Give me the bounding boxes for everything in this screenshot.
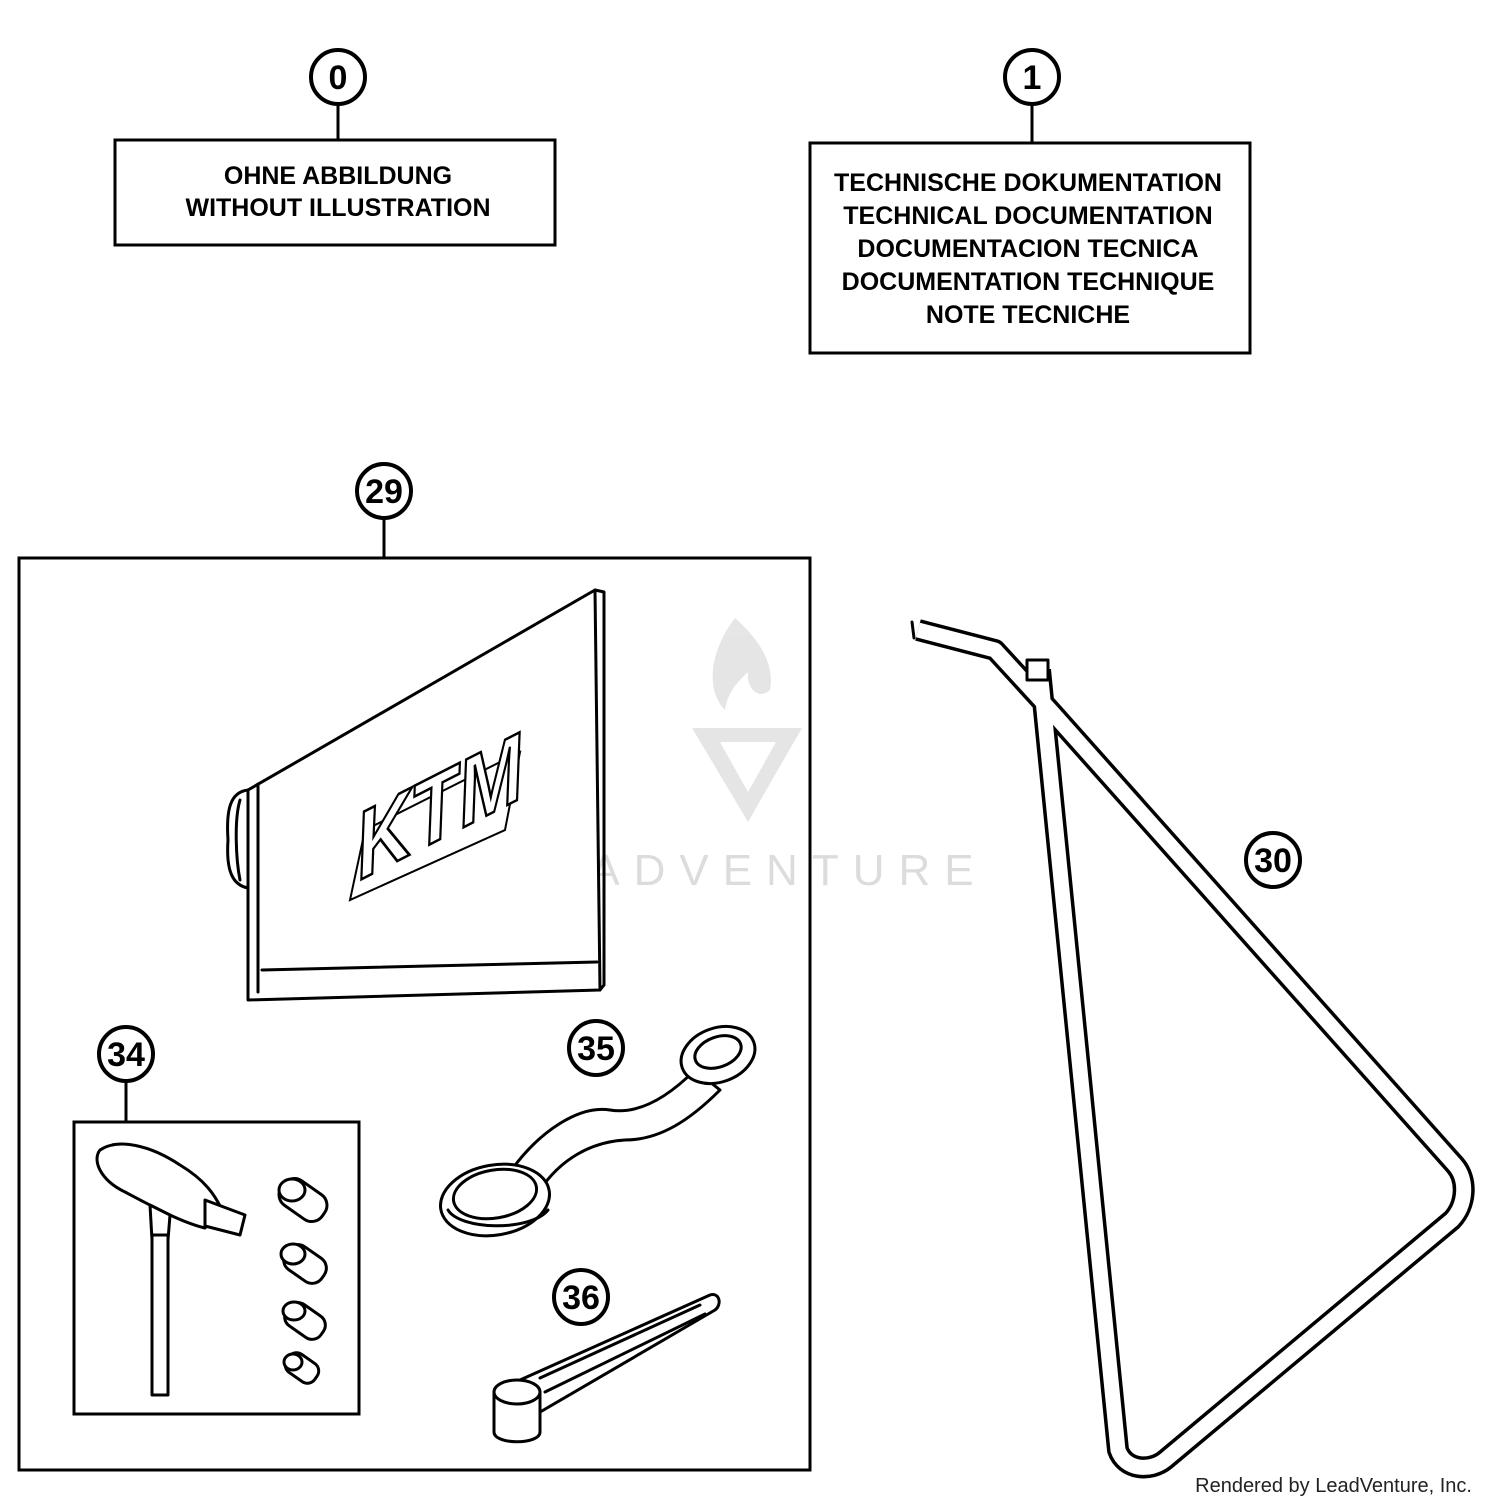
box1-line-5: NOTE TECNICHE bbox=[926, 301, 1130, 329]
spoke-wrench[interactable] bbox=[492, 1293, 721, 1444]
callout-0-number: 0 bbox=[329, 59, 348, 97]
callout-35[interactable]: 35 bbox=[567, 1019, 625, 1077]
tool-pouch[interactable]: KTM bbox=[226, 588, 606, 1002]
box1-line-2: TECHNICAL DOCUMENTATION bbox=[843, 202, 1212, 230]
box1-line-1: TECHNISCHE DOKUMENTATION bbox=[834, 169, 1222, 197]
hex-bit-2 bbox=[279, 1242, 328, 1285]
callout-35-number: 35 bbox=[577, 1030, 615, 1068]
side-stand[interactable] bbox=[910, 619, 1475, 1479]
box0-line-2: WITHOUT ILLUSTRATION bbox=[185, 194, 490, 222]
hex-bit-4 bbox=[282, 1351, 321, 1385]
callout-1[interactable]: 1 bbox=[1003, 48, 1061, 145]
box0-line-1: OHNE ABBILDUNG bbox=[224, 162, 452, 190]
callout-0[interactable]: 0 bbox=[309, 48, 367, 142]
box1-line-4: DOCUMENTATION TECHNIQUE bbox=[842, 268, 1215, 296]
hex-key-set-box bbox=[72, 1120, 361, 1416]
hex-bits[interactable] bbox=[274, 1173, 332, 1386]
callout-36-number: 36 bbox=[562, 1279, 600, 1317]
callout-30[interactable]: 30 bbox=[1244, 831, 1302, 889]
callout-34-number: 34 bbox=[107, 1036, 145, 1074]
box-technical-documentation: TECHNISCHE DOKUMENTATION TECHNICAL DOCUM… bbox=[808, 141, 1252, 355]
callout-29-number: 29 bbox=[365, 473, 403, 511]
hex-bit-1 bbox=[277, 1176, 329, 1224]
t-handle-hex-key[interactable] bbox=[95, 1142, 247, 1397]
box1-line-3: DOCUMENTACION TECNICA bbox=[857, 235, 1198, 263]
ktm-logo-outline bbox=[348, 750, 522, 902]
hex-bit-3 bbox=[281, 1300, 327, 1341]
spanner-wrench[interactable] bbox=[435, 1017, 763, 1244]
callout-36[interactable]: 36 bbox=[552, 1268, 610, 1326]
tool-kit-box bbox=[17, 556, 812, 1472]
callout-34[interactable]: 34 bbox=[97, 1025, 155, 1124]
callout-29[interactable]: 29 bbox=[355, 462, 413, 560]
callout-1-number: 1 bbox=[1023, 59, 1042, 97]
footer-credit: Rendered by LeadVenture, Inc. bbox=[1195, 1475, 1472, 1497]
callout-30-number: 30 bbox=[1254, 842, 1292, 880]
box-without-illustration: OHNE ABBILDUNG WITHOUT ILLUSTRATION bbox=[113, 138, 557, 247]
